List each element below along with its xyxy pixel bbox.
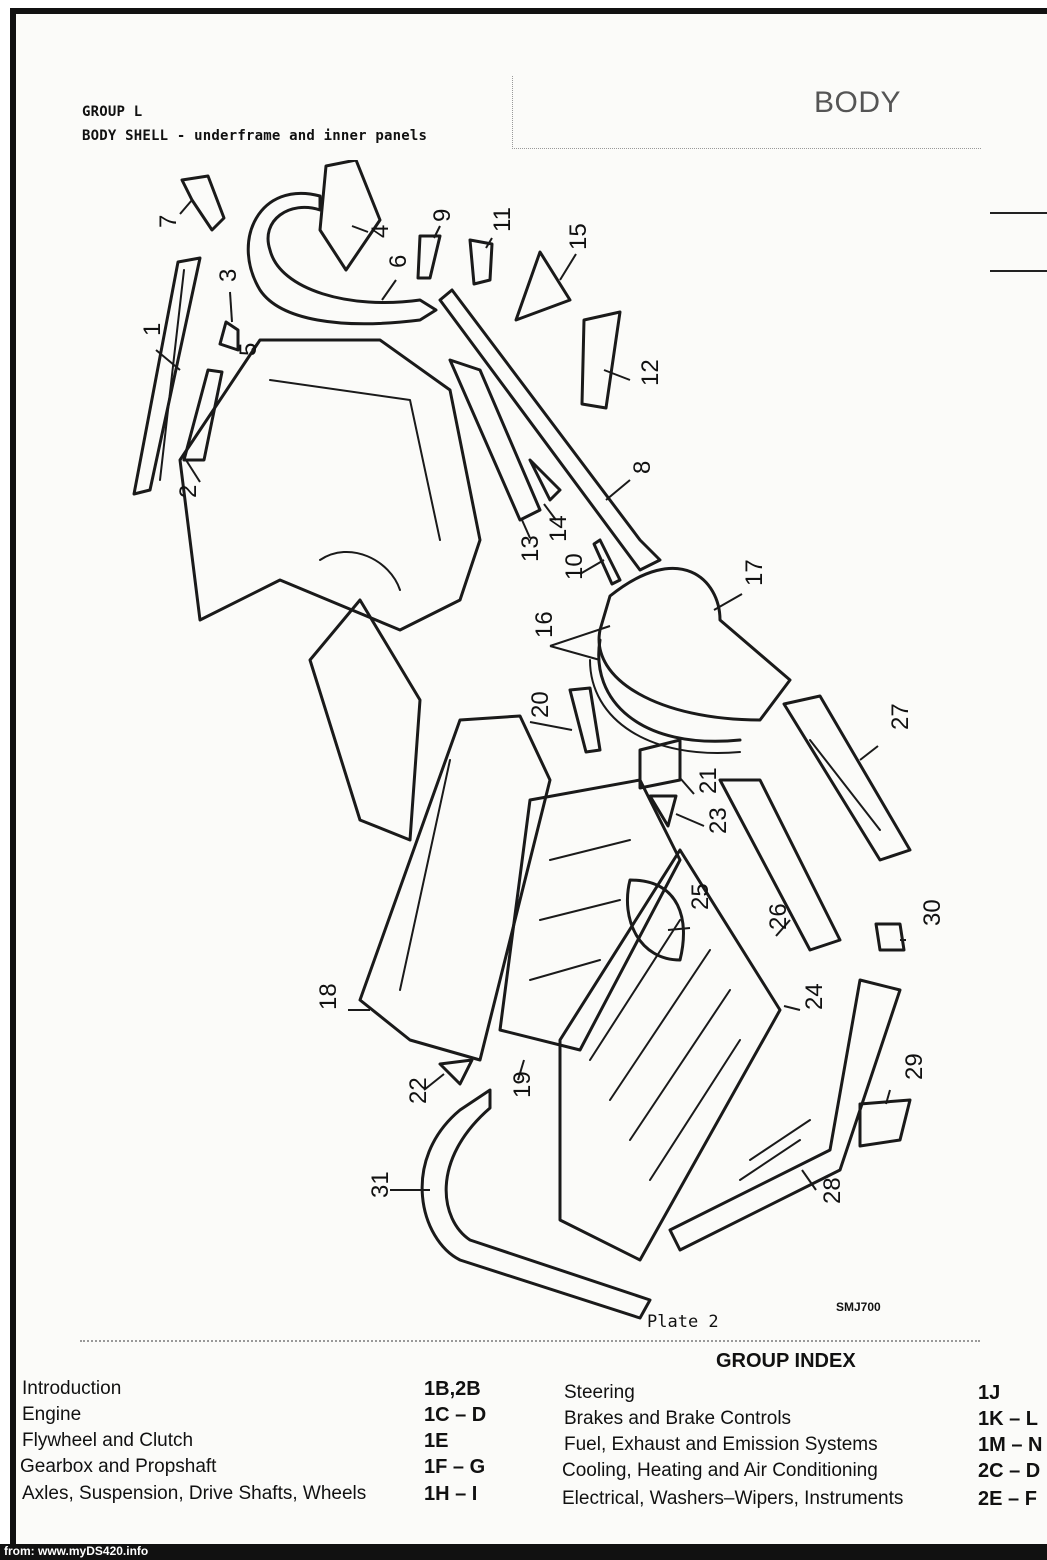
callout-11: 11 xyxy=(489,207,516,232)
callout-6: 6 xyxy=(385,255,412,268)
callout-14: 14 xyxy=(545,515,572,542)
index-item-axles: Axles, Suspension, Drive Shafts, Wheels xyxy=(22,1483,367,1504)
callout-8: 8 xyxy=(629,461,656,474)
part-25 xyxy=(625,878,685,962)
callout-28: 28 xyxy=(819,1177,846,1204)
index-item-introduction: Introduction xyxy=(22,1378,122,1399)
callout-4: 4 xyxy=(367,225,394,238)
callout-29: 29 xyxy=(901,1053,928,1080)
index-item-engine: Engine xyxy=(22,1404,82,1425)
index-page-flywheel: 1E xyxy=(424,1430,449,1452)
callout-2: 2 xyxy=(175,485,202,498)
part-13 xyxy=(448,358,542,522)
part-29 xyxy=(858,1098,912,1148)
part-23 xyxy=(648,794,678,828)
part-26 xyxy=(718,778,842,952)
callout-7: 7 xyxy=(155,215,182,228)
drawing-code: SMJ700 xyxy=(836,1300,881,1314)
section-subtitle: BODY SHELL - underframe and inner panels xyxy=(82,128,428,144)
callout-30: 30 xyxy=(919,899,940,926)
part-3 xyxy=(218,320,240,352)
part-15 xyxy=(514,250,572,322)
part-6 xyxy=(246,192,438,326)
part-16 xyxy=(597,638,742,743)
index-page-steering: 1J xyxy=(978,1382,1001,1404)
margin-line xyxy=(990,270,1047,272)
section-tab: BODY xyxy=(512,76,981,149)
index-item-fuel: Fuel, Exhaust and Emission Systems xyxy=(564,1434,878,1455)
exploded-parts-diagram: 1 2 3 4 5 6 7 8 9 10 11 12 13 14 15 16 1… xyxy=(132,160,940,1320)
callout-1: 1 xyxy=(139,323,166,336)
plate-label: Plate 2 xyxy=(647,1312,719,1332)
part-31 xyxy=(420,1088,652,1320)
index-item-flywheel: Flywheel and Clutch xyxy=(22,1430,194,1451)
index-page-gearbox: 1F – G xyxy=(424,1456,486,1478)
part-4 xyxy=(318,160,382,272)
source-url: from: www.myDS420.info xyxy=(4,1544,149,1558)
floor-pan xyxy=(178,338,482,632)
part-7 xyxy=(180,174,226,232)
callout-15: 15 xyxy=(565,223,592,250)
callout-17: 17 xyxy=(741,559,768,586)
callout-10: 10 xyxy=(561,553,588,580)
callout-13: 13 xyxy=(517,535,544,562)
callout-3: 3 xyxy=(215,269,242,282)
part-28 xyxy=(668,978,902,1252)
part-22 xyxy=(438,1058,474,1086)
callout-26: 26 xyxy=(765,903,792,930)
callout-21: 21 xyxy=(695,767,722,794)
part-17 xyxy=(597,566,792,722)
index-page-cooling: 2C – D xyxy=(978,1460,1041,1482)
floor-sill xyxy=(308,598,422,842)
callout-5: 5 xyxy=(235,343,262,356)
callout-22: 22 xyxy=(405,1077,432,1104)
index-page-electrical: 2E – F xyxy=(978,1488,1037,1510)
index-item-cooling: Cooling, Heating and Air Conditioning xyxy=(562,1460,878,1481)
callout-24: 24 xyxy=(801,983,828,1010)
part-1 xyxy=(132,256,202,496)
callout-16: 16 xyxy=(531,611,558,638)
index-page-engine: 1C – D xyxy=(424,1404,487,1426)
index-page-axles: 1H – I xyxy=(424,1483,478,1505)
index-page-brakes: 1K – L xyxy=(978,1408,1039,1430)
index-item-steering: Steering xyxy=(564,1382,635,1403)
index-item-electrical: Electrical, Washers–Wipers, Instruments xyxy=(562,1488,904,1509)
part-19 xyxy=(498,778,682,1052)
group-label: GROUP L xyxy=(82,104,143,120)
page-background xyxy=(16,14,1047,1544)
part-21 xyxy=(638,738,682,790)
source-footer: from: www.myDS420.info xyxy=(0,1544,1047,1560)
callout-12: 12 xyxy=(637,359,664,386)
part-20 xyxy=(568,686,602,754)
callout-19: 19 xyxy=(509,1071,536,1098)
callout-9: 9 xyxy=(429,209,456,222)
part-18 xyxy=(358,714,552,1062)
part-10 xyxy=(592,538,622,586)
callout-27: 27 xyxy=(887,703,914,730)
callout-25: 25 xyxy=(687,883,714,910)
index-page-fuel: 1M – N xyxy=(978,1434,1043,1456)
part-24 xyxy=(558,848,782,1262)
part-30 xyxy=(874,922,906,952)
callout-18: 18 xyxy=(315,983,342,1010)
index-item-brakes: Brakes and Brake Controls xyxy=(564,1408,792,1429)
callout-23: 23 xyxy=(705,807,732,834)
callout-20: 20 xyxy=(527,691,554,718)
callout-31: 31 xyxy=(367,1171,394,1198)
part-12 xyxy=(580,310,622,410)
part-2 xyxy=(182,368,224,462)
part-11 xyxy=(468,238,494,286)
page-border xyxy=(10,8,1047,1546)
part-9 xyxy=(416,234,442,280)
divider xyxy=(80,1340,980,1342)
index-page-introduction: 1B,2B xyxy=(424,1378,481,1400)
page-header: GROUP L BODY SHELL - underframe and inne… xyxy=(82,100,427,148)
index-item-gearbox: Gearbox and Propshaft xyxy=(20,1456,217,1477)
group-index-title: GROUP INDEX xyxy=(716,1350,856,1372)
margin-line xyxy=(990,212,1047,214)
part-27 xyxy=(782,694,912,862)
part-14 xyxy=(528,458,562,502)
section-title: BODY xyxy=(813,86,901,119)
